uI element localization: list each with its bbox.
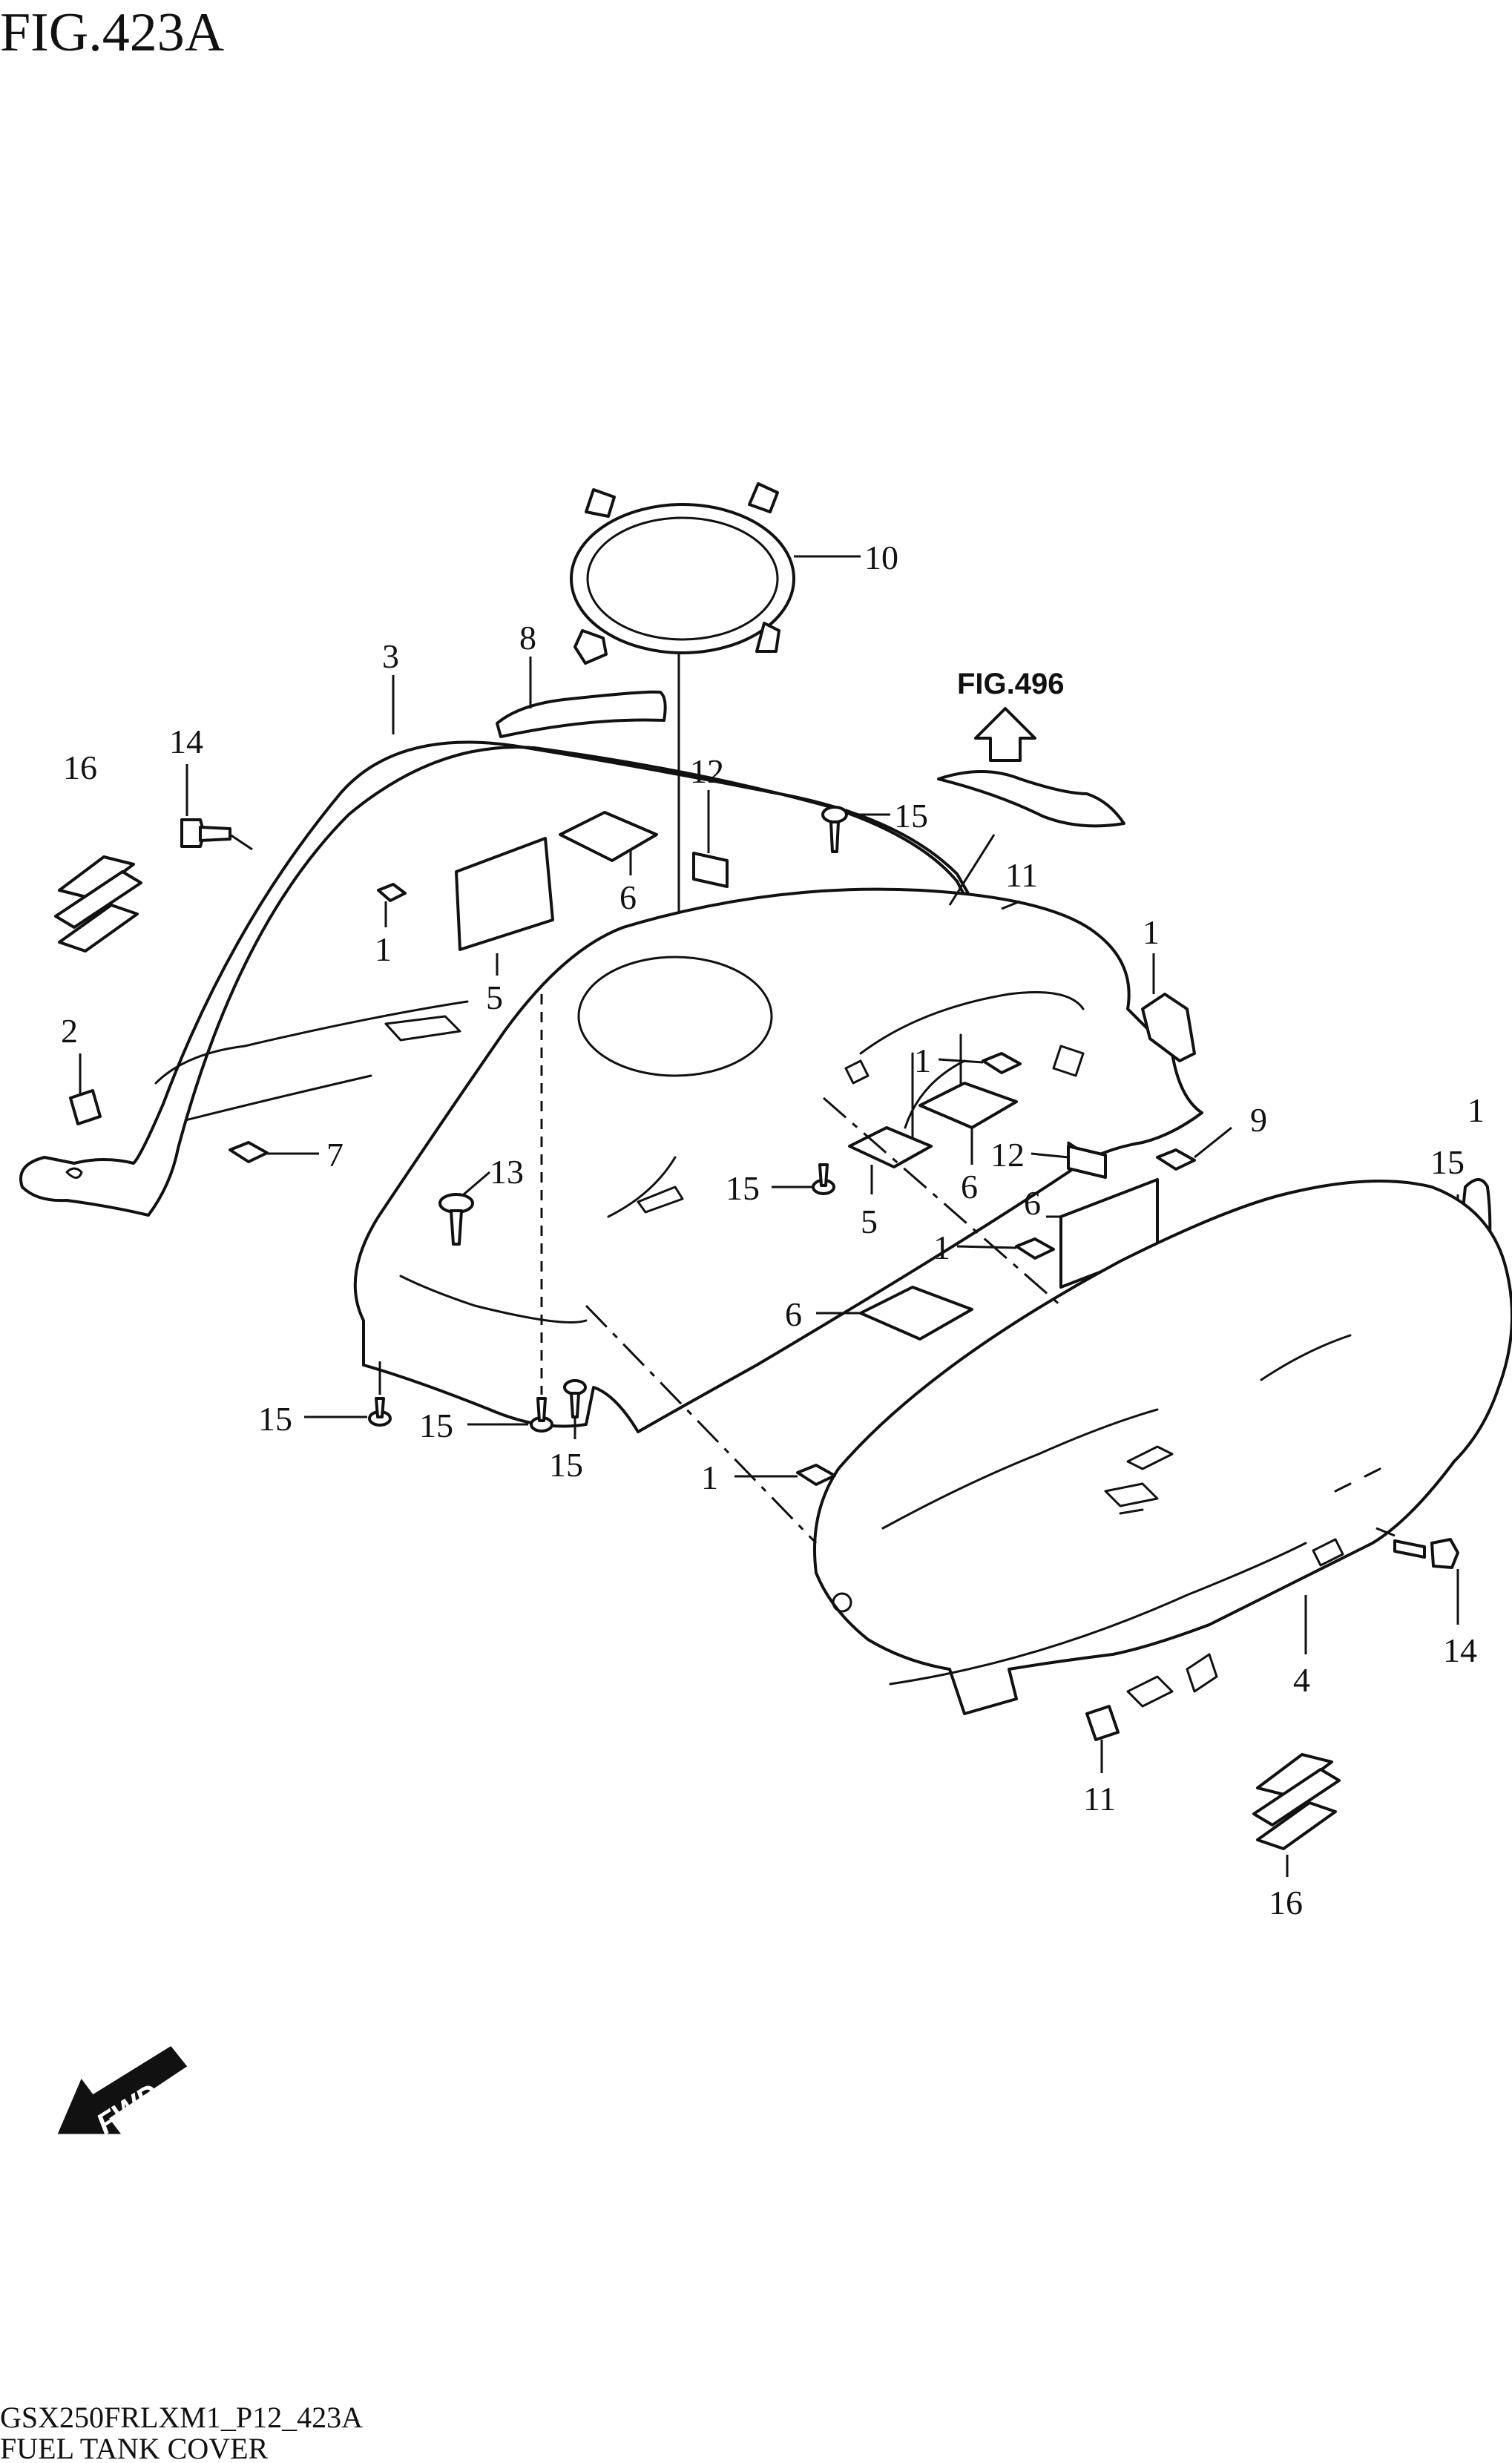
- part-11-clip-left[interactable]: [69, 1089, 102, 1125]
- part-15-screw-lower-c[interactable]: [563, 1379, 587, 1418]
- footer-section-name: FUEL TANK COVER: [0, 2432, 269, 2463]
- reference-arrow-icon: [974, 707, 1036, 762]
- callout-14-right: 14: [1443, 1631, 1477, 1669]
- callout-15-right: 15: [1430, 1143, 1465, 1181]
- part-12-pad-right[interactable]: [1067, 1145, 1107, 1179]
- part-8-strip[interactable]: [496, 690, 667, 738]
- callout-6-lower: 6: [785, 1295, 802, 1333]
- callout-15-lower-b: 15: [419, 1407, 453, 1444]
- part-1-nut-f[interactable]: [796, 1464, 836, 1486]
- callout-15-center: 15: [726, 1169, 760, 1207]
- callout-5-left: 5: [486, 979, 503, 1016]
- part-14-bolt-left[interactable]: [180, 818, 231, 848]
- callout-1-b: 7: [326, 1136, 344, 1174]
- callout-10: 10: [864, 539, 898, 576]
- reference-part-outline: [937, 770, 1125, 828]
- callout-6-center: 6: [961, 1168, 978, 1206]
- callout-13: 13: [490, 1153, 524, 1191]
- callout-6-upper: 6: [619, 878, 637, 916]
- footer-model-code: GSX250FRLXM1_P12_423A: [0, 2401, 363, 2434]
- part-6-pad-lower[interactable]: [859, 1286, 973, 1341]
- figure-title: FIG.423A: [0, 2, 224, 63]
- callout-1-c: 1: [914, 1042, 931, 1079]
- part-1-nut-d[interactable]: [1156, 1148, 1196, 1171]
- callout-15-lower-a: 15: [258, 1400, 292, 1438]
- part-10-cap-ring[interactable]: [570, 482, 795, 665]
- part-13-push-rivet[interactable]: [438, 1193, 474, 1246]
- part-5-pad-left[interactable]: [455, 837, 554, 951]
- callout-8: 8: [519, 619, 536, 657]
- callout-1-d: 9: [1250, 1101, 1267, 1139]
- part-6-pad-upper[interactable]: [559, 811, 658, 862]
- part-1-nut-c[interactable]: [982, 1052, 1022, 1074]
- callout-11-left: 2: [61, 1012, 78, 1050]
- part-14-bolt-right[interactable]: [1393, 1538, 1459, 1569]
- callout-1-a: 1: [375, 930, 392, 968]
- part-3-left-cover[interactable]: [19, 740, 988, 1217]
- callout-9: 1: [1467, 1091, 1485, 1129]
- callout-6-center-left: 5: [861, 1203, 878, 1240]
- part-7-pad[interactable]: [1141, 993, 1196, 1062]
- part-1-nut-a[interactable]: [377, 883, 407, 902]
- callout-5-right: 6: [1024, 1184, 1041, 1222]
- part-16-emblem-left[interactable]: [54, 855, 142, 953]
- callout-12-right: 12: [990, 1136, 1025, 1174]
- callout-14-left: 14: [169, 723, 203, 760]
- callout-3: 3: [382, 637, 399, 675]
- callout-7: 1: [1143, 913, 1160, 951]
- callout-16-right: 16: [1269, 1884, 1303, 1921]
- callout-1-e: 1: [933, 1229, 950, 1266]
- part-15-screw-lower-b[interactable]: [530, 1397, 553, 1433]
- part-2-center-cover[interactable]: [353, 887, 1203, 1433]
- part-1-nut-b[interactable]: [229, 1141, 269, 1163]
- part-1-nut-e[interactable]: [1015, 1237, 1055, 1260]
- part-15-screw-lower-a[interactable]: [368, 1397, 392, 1427]
- part-4-right-cover[interactable]: [813, 1180, 1512, 1715]
- callout-15-lower-c: 15: [549, 1446, 583, 1484]
- part-15-screw-center[interactable]: [812, 1163, 835, 1195]
- part-15-screw-upper[interactable]: [821, 806, 848, 853]
- callout-2: 11: [1005, 856, 1038, 894]
- forward-direction-arrow: FWD: [57, 2046, 188, 2141]
- part-11-clip-right[interactable]: [1085, 1705, 1120, 1741]
- part-6-pad-center[interactable]: [918, 1082, 1018, 1129]
- callout-16-left: 16: [63, 749, 97, 786]
- reference-fig-496[interactable]: FIG.496: [957, 668, 1065, 700]
- callout-12-upper: 12: [690, 752, 724, 790]
- part-16-emblem-right[interactable]: [1252, 1753, 1341, 1850]
- callout-4: 4: [1293, 1661, 1310, 1699]
- part-12-pad-upper[interactable]: [692, 852, 729, 888]
- callout-1-f: 1: [701, 1459, 718, 1496]
- callout-11-right: 11: [1083, 1780, 1116, 1818]
- callout-15-upper: 15: [894, 797, 928, 835]
